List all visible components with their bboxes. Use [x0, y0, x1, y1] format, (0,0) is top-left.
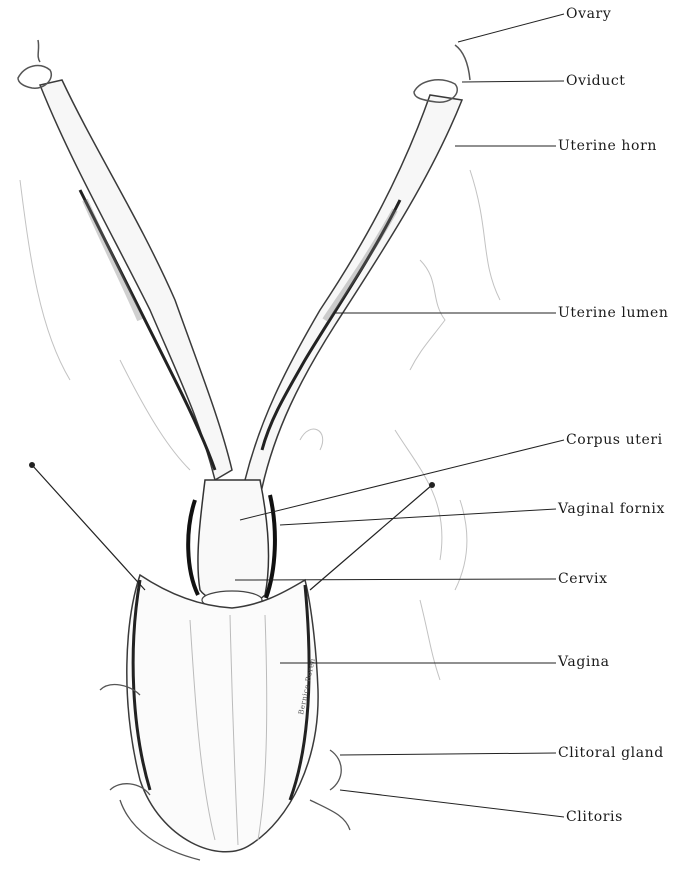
label-corpus-uteri: Corpus uteri [566, 432, 663, 448]
label-clitoral-gland: Clitoral gland [558, 745, 664, 761]
leader-corpus-uteri [240, 440, 564, 520]
leader-clitoris [340, 790, 564, 817]
left-ovary [18, 40, 51, 88]
leader-oviduct [462, 81, 564, 82]
label-clitoris: Clitoris [566, 809, 623, 825]
leader-clitoral-gland [340, 753, 556, 755]
vagina [127, 575, 318, 852]
label-cervix: Cervix [558, 571, 608, 587]
corpus-uteri [188, 480, 275, 609]
left-uterine-horn [40, 80, 232, 480]
label-vagina: Vagina [558, 654, 610, 670]
right-ovary [414, 45, 470, 102]
right-uterine-horn [245, 95, 462, 488]
label-uterine-lumen: Uterine lumen [558, 305, 669, 321]
leader-vaginal-fornix [280, 509, 556, 525]
leader-cervix [235, 579, 556, 580]
label-oviduct: Oviduct [566, 73, 626, 89]
label-ovary: Ovary [566, 6, 611, 22]
label-uterine-horn: Uterine horn [558, 138, 657, 154]
leader-ovary [458, 14, 564, 42]
label-vaginal-fornix: Vaginal fornix [558, 501, 665, 517]
